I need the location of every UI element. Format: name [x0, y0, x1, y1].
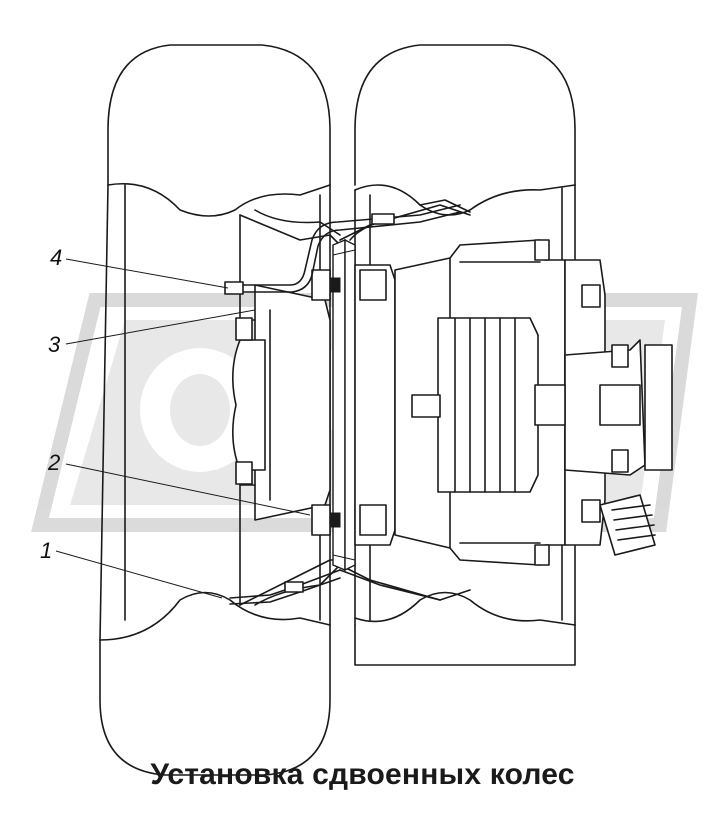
callout-label-3: 3: [48, 332, 61, 357]
valve-extension-bottom: [229, 569, 441, 605]
hub: [232, 284, 331, 521]
callout-label-2: 2: [47, 450, 60, 475]
hub-bolts: [235, 239, 629, 566]
callout-leaders: [55, 258, 311, 599]
callout-label-4: 4: [50, 245, 62, 270]
brake-shoe: [437, 317, 539, 493]
disc-plates: [332, 238, 356, 572]
wheel-nut-top: [311, 269, 387, 301]
figure-caption: Установка сдвоенных колес: [150, 758, 575, 791]
valve-extension-top: [224, 199, 471, 295]
outer-tire: [99, 44, 331, 776]
wheel-nut-bottom: [311, 504, 387, 536]
caliper: [534, 259, 673, 556]
callout-label-1: 1: [40, 538, 52, 563]
